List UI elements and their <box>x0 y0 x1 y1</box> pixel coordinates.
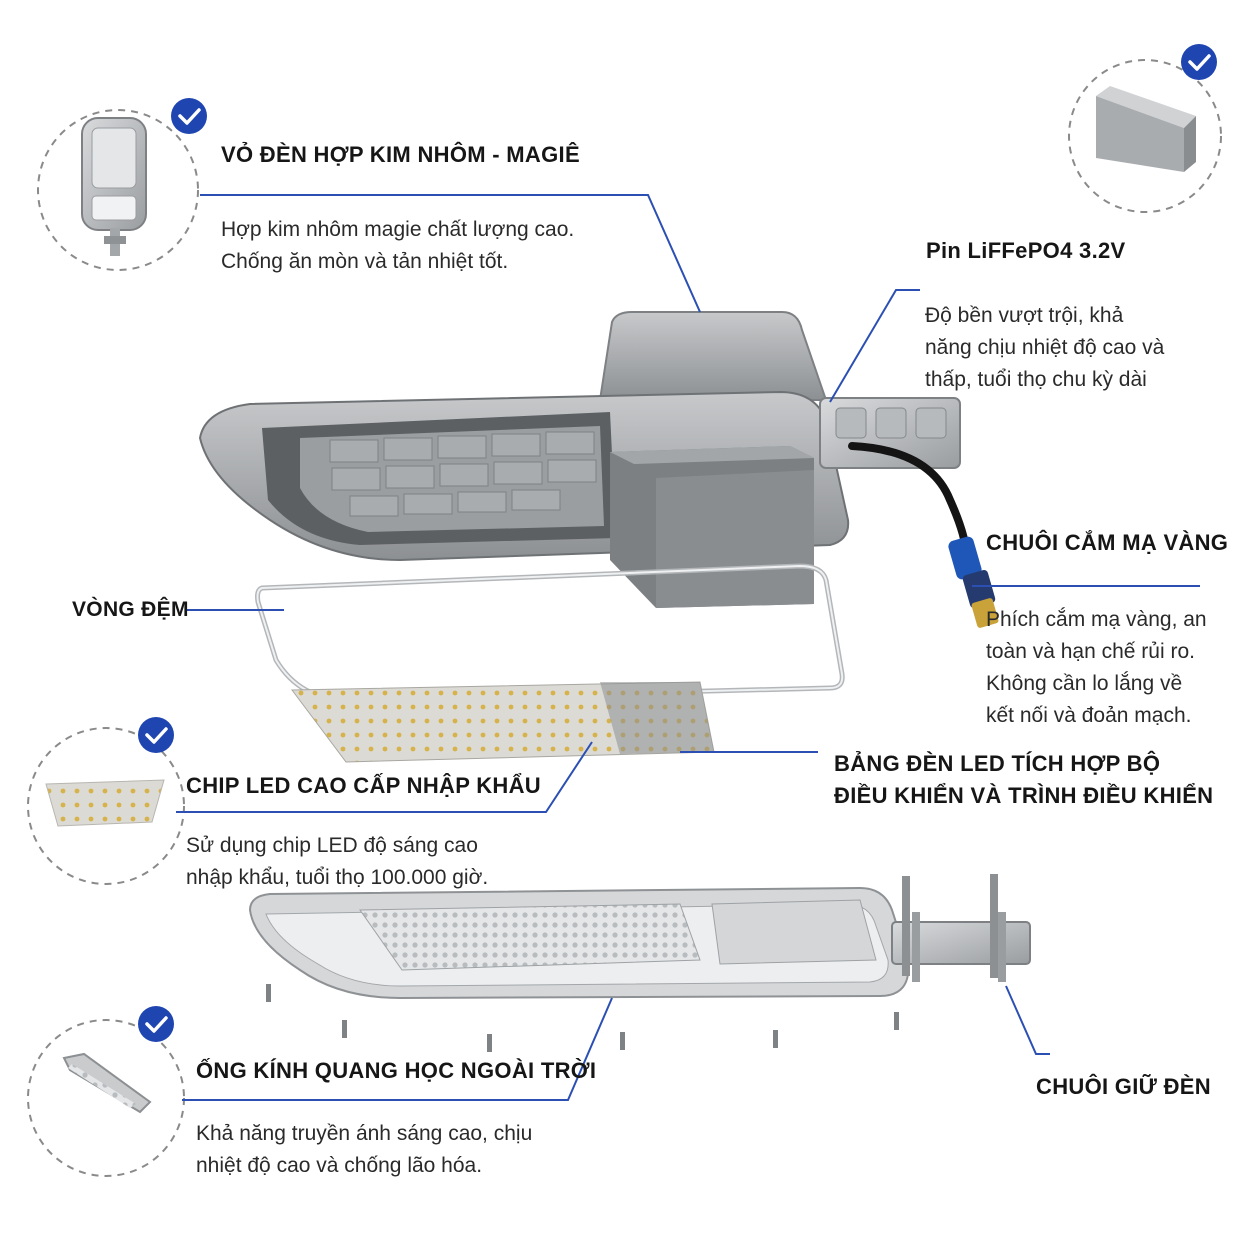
lower-housing <box>248 874 1031 1052</box>
lens-icon-circle <box>27 1019 185 1177</box>
lens-description: Khả năng truyền ánh sáng cao, chịu nhiệt… <box>196 1122 533 1177</box>
housing-title: VỎ ĐÈN HỢP KIM NHÔM - MAGIÊ <box>221 142 580 167</box>
housing-description: Hợp kim nhôm magie chất lượng cao. Chống… <box>221 218 575 273</box>
leader-housing <box>200 194 701 313</box>
check-badge-icon <box>138 1006 174 1042</box>
chip-icon-circle <box>27 727 185 885</box>
optical-lens <box>359 903 701 971</box>
lamp-housing <box>198 311 999 628</box>
battery-description: Độ bền vượt trội, khả năng chịu nhiệt độ… <box>925 304 1165 391</box>
street-light-icon <box>81 117 147 256</box>
battery-icon <box>1096 86 1196 172</box>
leader-lens <box>182 997 613 1101</box>
housing-icon-circle <box>37 109 199 271</box>
leader-chip <box>176 741 593 813</box>
check-badge-icon <box>171 98 207 134</box>
gasket-title: VÒNG ĐỆM <box>72 598 189 621</box>
led-chip-description: Sử dụng chip LED độ sáng cao nhập khẩu, … <box>186 834 489 889</box>
battery-icon-circle <box>1068 59 1222 213</box>
led-chip-icon <box>45 779 165 827</box>
battery-title: Pin LiFFePO4 3.2V <box>926 238 1126 263</box>
leader-bracket <box>1005 985 1050 1055</box>
led-board-title: BẢNG ĐÈN LED TÍCH HỢP BỘ ĐIỀU KHIỂN VÀ T… <box>834 751 1214 808</box>
led-chip-title: CHIP LED CAO CẤP NHẬP KHẨU <box>186 773 541 798</box>
check-badge-icon <box>138 717 174 753</box>
connector-title: CHUÔI CẮM MẠ VÀNG <box>986 530 1229 555</box>
connector-description: Phích cắm mạ vàng, an toàn và hạn chế rủ… <box>986 608 1207 727</box>
lens-title: ỐNG KÍNH QUANG HỌC NGOÀI TRỜI <box>196 1058 597 1083</box>
bracket-title: CHUÔI GIỮ ĐÈN <box>1036 1074 1211 1099</box>
lens-icon <box>62 1052 152 1114</box>
leader-battery <box>829 289 920 403</box>
check-badge-icon <box>1181 44 1217 80</box>
